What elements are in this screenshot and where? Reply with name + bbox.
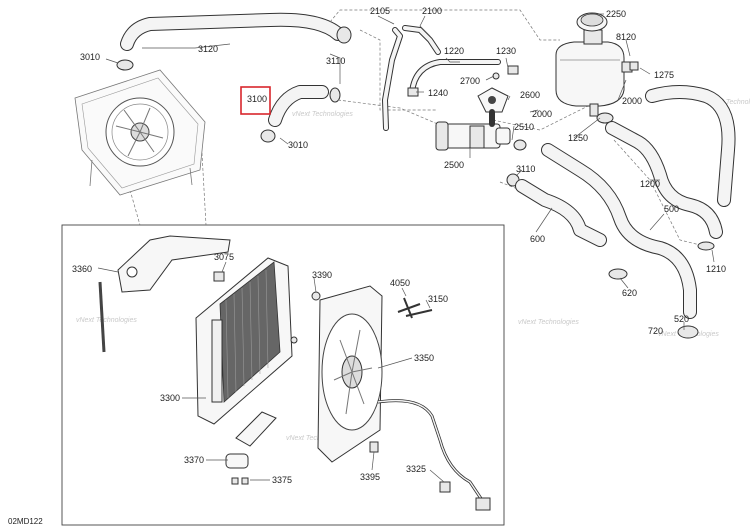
callout-3100-highlight	[240, 86, 271, 115]
clip-3075	[213, 271, 225, 282]
hose-3100	[268, 85, 329, 127]
expansion-tank-2000	[555, 12, 633, 117]
callout-3110-right[interactable]: 3110	[516, 164, 535, 174]
callout-1275[interactable]: 1275	[654, 70, 674, 80]
callout-2000[interactable]: 2000	[622, 96, 642, 106]
hose-3120	[120, 12, 345, 51]
bracket-3360	[98, 235, 231, 353]
callout-2510[interactable]: 2510	[514, 122, 534, 132]
callout-3150[interactable]: 3150	[428, 294, 448, 304]
callout-520[interactable]: 520	[674, 314, 689, 324]
callout-3390[interactable]: 3390	[312, 270, 332, 280]
watermark-text: vNext Technologies	[76, 317, 137, 324]
callout-1220[interactable]: 1220	[444, 46, 464, 56]
nut-3395	[369, 441, 379, 453]
clamp-3010	[116, 59, 134, 71]
callout-3375[interactable]: 3375	[272, 475, 292, 485]
assembly-line	[492, 99, 601, 131]
watermark-text: vNext Technologies	[292, 111, 353, 118]
clamp-3110-upper	[329, 87, 341, 103]
watermark-text: vNext Technologies	[706, 99, 750, 106]
clamp-1250	[596, 112, 614, 124]
leader-lines	[97, 13, 715, 483]
hose-600	[515, 179, 607, 247]
callout-2600[interactable]: 2600	[520, 90, 540, 100]
callout-1250[interactable]: 1250	[568, 133, 588, 143]
hose-1200	[605, 85, 736, 239]
callout-3350[interactable]: 3350	[414, 353, 434, 363]
radiator-3300	[195, 257, 293, 425]
clamp-3110	[336, 26, 352, 44]
callout-3120[interactable]: 3120	[198, 44, 218, 54]
vent-hose-2100	[382, 25, 441, 131]
watermark-text: vNext Technologies	[286, 435, 347, 442]
callout-3075[interactable]: 3075	[214, 252, 234, 262]
clamp-620	[608, 268, 628, 280]
connector	[475, 497, 491, 511]
callout-2250[interactable]: 2250	[606, 9, 626, 19]
callout-3370[interactable]: 3370	[184, 455, 204, 465]
callout-1230[interactable]: 1230	[496, 46, 516, 56]
callout-1210[interactable]: 1210	[706, 264, 726, 274]
detail-inset-frame	[61, 224, 505, 526]
nuts-3375	[231, 477, 249, 485]
assembly-line	[359, 29, 436, 111]
bolt-3150	[405, 309, 433, 317]
callouts: 3010 3120 3100 3010 3110 2105 2100 1220 …	[72, 6, 726, 485]
callout-3010-lower[interactable]: 3010	[288, 140, 308, 150]
radiator-fan-assembly	[74, 69, 206, 196]
clamp-1210	[697, 241, 715, 251]
fan-wiring-harness	[377, 399, 483, 501]
callout-2500[interactable]: 2500	[444, 160, 464, 170]
callout-2000-small[interactable]: 2000	[532, 109, 552, 119]
callout-720[interactable]: 720	[648, 326, 663, 336]
hose-1220	[409, 59, 501, 95]
clamp-3010-lower	[260, 129, 276, 143]
callout-3395[interactable]: 3395	[360, 472, 380, 482]
diagram-code: 02MD122	[8, 517, 43, 526]
clamp-2700	[492, 72, 500, 80]
callout-4050[interactable]: 4050	[390, 278, 410, 288]
callout-8120[interactable]: 8120	[616, 32, 636, 42]
clamp-2510	[513, 139, 527, 151]
fan-assembly-3350	[317, 285, 383, 463]
callout-620[interactable]: 620	[622, 288, 637, 298]
callout-1200[interactable]: 1200	[640, 179, 660, 189]
leader	[105, 58, 119, 64]
callout-3010[interactable]: 3010	[80, 52, 100, 62]
assembly-line	[337, 99, 441, 126]
hose-500	[541, 143, 697, 319]
callout-2105[interactable]: 2105	[370, 6, 390, 16]
callout-600[interactable]: 600	[530, 234, 545, 244]
callout-2100[interactable]: 2100	[422, 6, 442, 16]
callout-3110[interactable]: 3110	[326, 56, 345, 66]
watermark-text: vNext Technologies	[518, 319, 579, 326]
callout-1240[interactable]: 1240	[428, 88, 448, 98]
assembly-line	[329, 9, 560, 41]
inset-leader-line	[129, 189, 141, 226]
thermostat-housing-2500	[435, 87, 511, 151]
bolt-8120	[629, 61, 639, 71]
plug	[290, 336, 298, 344]
callout-3325[interactable]: 3325	[406, 464, 426, 474]
callout-500[interactable]: 500	[664, 204, 679, 214]
callout-3300[interactable]: 3300	[160, 393, 180, 403]
callout-3100[interactable]: 3100	[247, 94, 267, 104]
callout-3360[interactable]: 3360	[72, 264, 92, 274]
clamp-1230	[507, 65, 519, 75]
grommet-3390	[311, 291, 321, 301]
assembly-line	[613, 139, 701, 246]
fan-wiring-harness	[377, 399, 484, 501]
callout-2700[interactable]: 2700	[460, 76, 480, 86]
clamp-720	[677, 325, 699, 339]
lower-bracket-3370	[225, 411, 277, 469]
clip-3325	[439, 481, 451, 493]
